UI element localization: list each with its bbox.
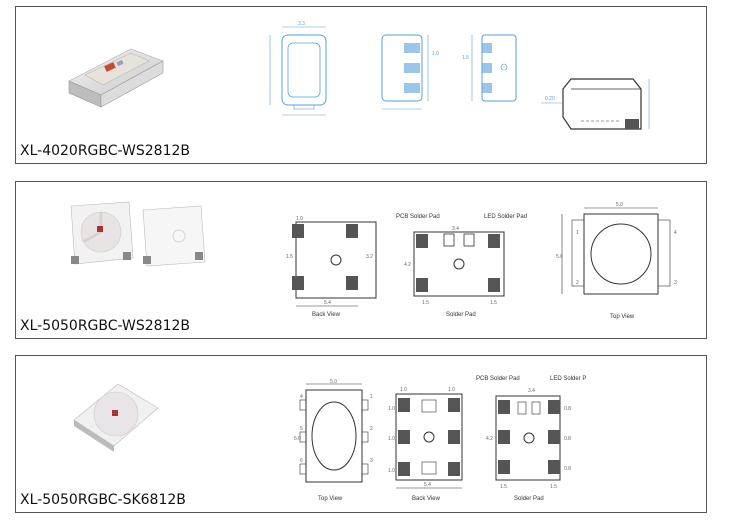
top-view-drawing: 5.0 5.0 4 5 6 1 2 3 Top View xyxy=(294,379,373,502)
top-height: 5.0 xyxy=(556,254,563,260)
pad-h: 4.2 xyxy=(486,436,493,442)
back-view-drawing: 1.0 1.5 3.2 5.4 Back View xyxy=(286,216,377,318)
led-5050-photo xyxy=(70,201,206,267)
back-width: 5.4 xyxy=(424,482,431,488)
led-4020-photo xyxy=(68,48,164,108)
part-label: XL-4020RGBC-WS2812B xyxy=(20,143,190,159)
pin-4: 4 xyxy=(300,394,303,400)
led-pad-label: LED Solder P xyxy=(550,376,586,382)
pad-row-3: 0.8 xyxy=(564,466,571,472)
back-row-1: 1.0 xyxy=(388,406,395,412)
top-view-drawing: 5.0 5.0 1 2 3 4 Top View xyxy=(556,202,677,320)
dim-side-height: 1.0 xyxy=(432,51,439,57)
solder-pad-caption: Solder Pad xyxy=(514,496,544,502)
dim-top-width: 3.3 xyxy=(298,21,305,27)
blueprint-3d-outline: 0.20 xyxy=(541,78,650,130)
back-pad-h: 1.5 xyxy=(286,254,293,260)
dim-callout: 0.20 xyxy=(545,96,555,102)
panel-xl-4020rgbc-ws2812b: 3.3 1.0 1.5 0.20 XL-4020RGBC-WS2812B xyxy=(15,6,707,164)
led-pad-label: LED Solder Pad xyxy=(484,214,527,220)
solder-pad-caption: Solder Pad xyxy=(446,312,476,318)
pad-w2: 1.5 xyxy=(550,484,557,490)
pad-row-2: 0.8 xyxy=(564,436,571,442)
pin-5: 5 xyxy=(300,426,303,432)
part-label: XL-5050RGBC-WS2812B xyxy=(20,318,190,334)
pad-span: 3.4 xyxy=(452,226,459,232)
back-row-3: 1.0 xyxy=(388,468,395,474)
pin-6: 6 xyxy=(300,458,303,464)
panel-xl-5050rgbc-sk6812b: 5.0 5.0 4 5 6 1 2 3 Top View 1.0 1.0 1.0… xyxy=(15,355,707,513)
pin-1: 1 xyxy=(370,394,373,400)
pcb-pad-label: PCB Solder Pad xyxy=(396,214,440,220)
panel-xl-5050rgbc-ws2812b: 1.0 1.5 3.2 5.4 Back View PCB Solder Pad… xyxy=(15,181,707,339)
pad-w2: 1.5 xyxy=(490,300,497,306)
blueprint-front-view: 1.0 xyxy=(381,34,439,110)
pin-4: 4 xyxy=(674,230,677,236)
pad-span: 3.4 xyxy=(528,388,535,394)
pad-h: 4.2 xyxy=(404,262,411,268)
top-width: 5.0 xyxy=(330,379,337,385)
solder-pad-drawing: PCB Solder Pad LED Solder Pad 3.4 4.2 1.… xyxy=(396,214,527,318)
pcb-pad-label: PCB Solder Pad xyxy=(476,376,520,382)
led-sk6812-photo xyxy=(73,383,159,452)
back-view-drawing: 1.0 1.0 1.0 1.0 1.0 5.4 Back View xyxy=(388,387,463,502)
top-height: 5.0 xyxy=(294,436,301,442)
back-row-2: 1.0 xyxy=(388,436,395,442)
pin-2: 2 xyxy=(576,280,579,286)
blueprint-side-view: 1.5 xyxy=(462,34,517,102)
pin-3: 3 xyxy=(674,280,677,286)
top-view-caption: Top View xyxy=(318,496,343,502)
back-view-caption: Back View xyxy=(312,312,341,318)
dim-side-height-b: 1.5 xyxy=(462,55,469,61)
pad-w1: 1.5 xyxy=(500,484,507,490)
back-pad-h: 1.0 xyxy=(448,387,455,393)
top-view-caption: Top View xyxy=(610,314,635,320)
pin-2: 2 xyxy=(370,426,373,432)
solder-pad-drawing: PCB Solder Pad LED Solder P 3.4 4.2 0.8 … xyxy=(476,376,586,502)
part-label: XL-5050RGBC-SK6812B xyxy=(20,492,186,508)
back-pad-w: 1.0 xyxy=(400,387,407,393)
back-pitch: 3.2 xyxy=(366,254,373,260)
top-width: 5.0 xyxy=(616,202,623,208)
pin-1: 1 xyxy=(576,230,579,236)
blueprint-top-view: 3.3 xyxy=(269,21,327,116)
back-view-caption: Back View xyxy=(412,496,441,502)
back-width: 5.4 xyxy=(324,300,331,306)
pad-w1: 1.5 xyxy=(422,300,429,306)
pad-row-1: 0.8 xyxy=(564,406,571,412)
back-pad-w: 1.0 xyxy=(296,216,303,222)
pin-3: 3 xyxy=(370,458,373,464)
